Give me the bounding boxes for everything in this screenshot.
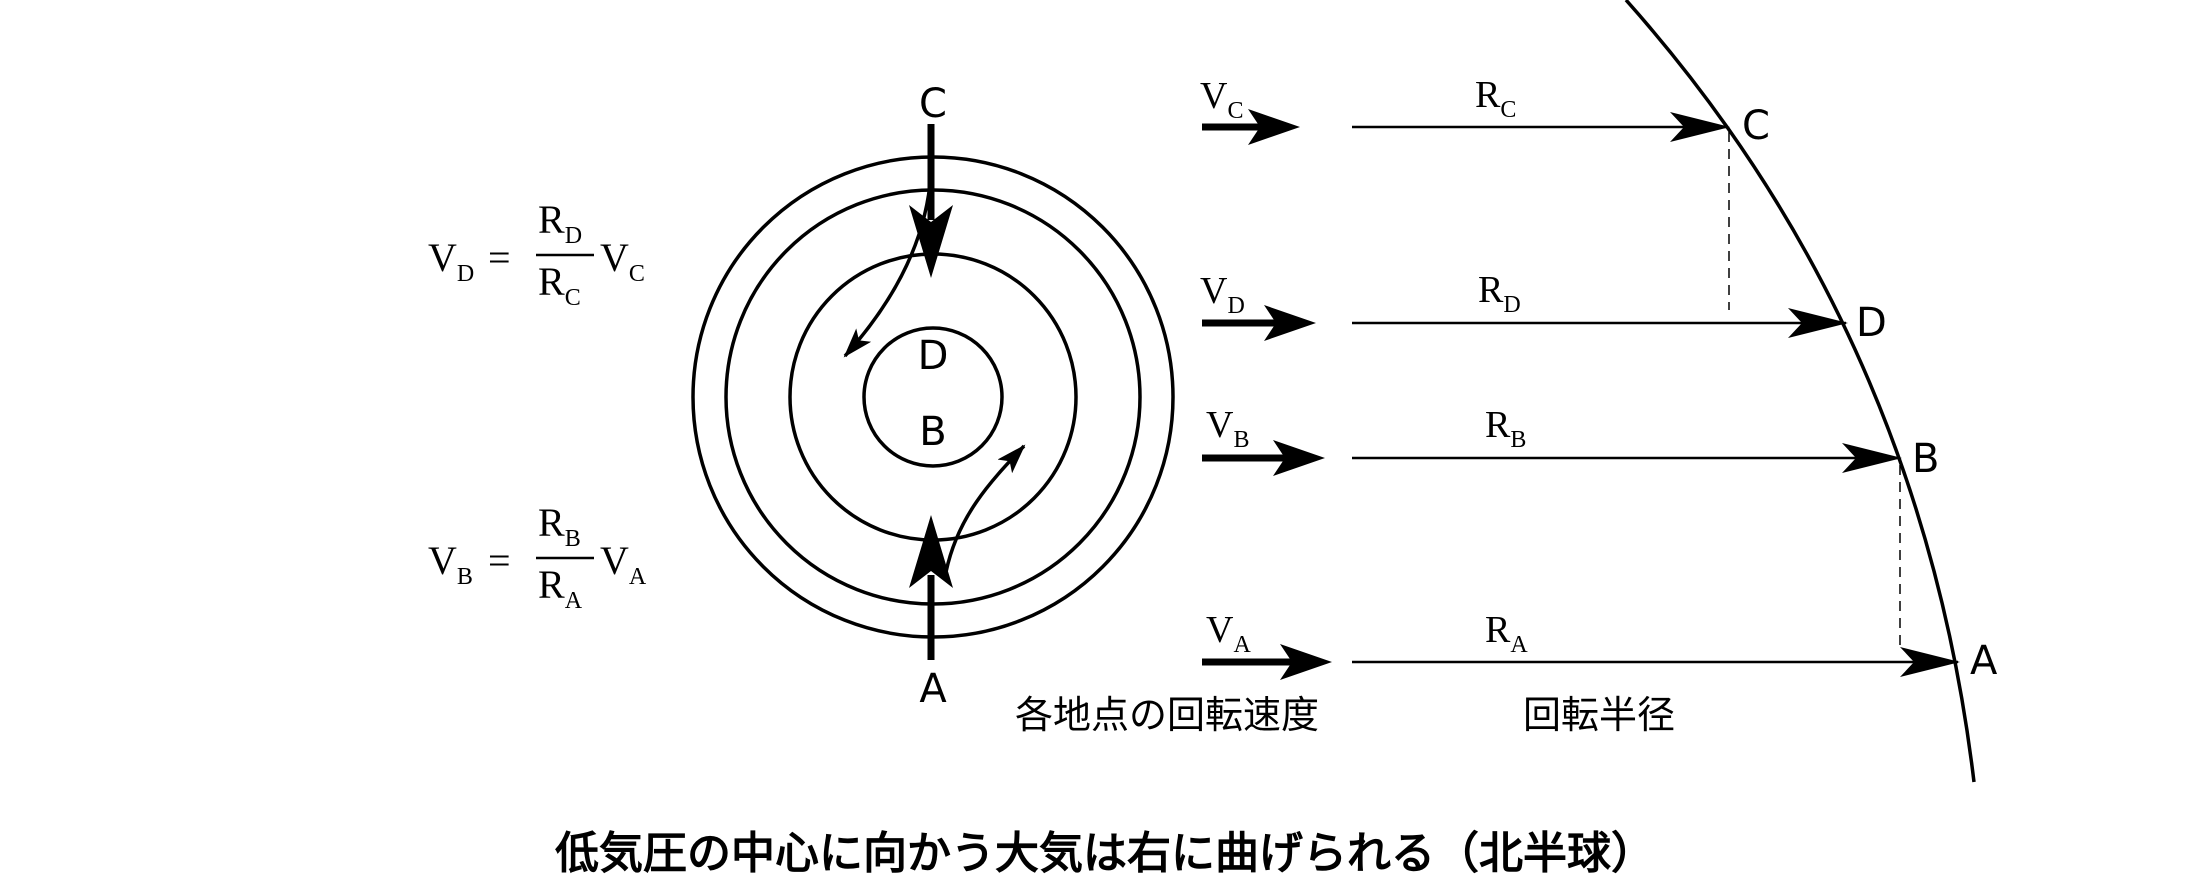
arc-label-d: D xyxy=(1856,300,1887,346)
velocity-arrow-b xyxy=(1202,440,1325,476)
equation-vb: VB = RB RA VA xyxy=(428,500,647,614)
circle-label-c: C xyxy=(919,81,947,127)
curved-deflection-arrow-top xyxy=(843,129,934,358)
velocity-label-c: VC xyxy=(1200,75,1243,124)
svg-text:=: = xyxy=(488,235,511,280)
arc-label-b: B xyxy=(1912,436,1939,482)
arc-label-a: A xyxy=(1970,638,1998,684)
svg-text:RD: RD xyxy=(538,197,582,249)
curved-deflection-arrow-bottom xyxy=(944,444,1026,573)
radius-label-c: RC xyxy=(1475,74,1516,123)
svg-text:RA: RA xyxy=(538,562,583,614)
arc-label-c: C xyxy=(1742,103,1770,149)
radius-label-b: RB xyxy=(1485,404,1526,453)
thick-arrow-up xyxy=(909,515,953,660)
velocity-arrow-d xyxy=(1202,305,1316,341)
svg-text:RB: RB xyxy=(538,500,581,552)
circle-label-a: A xyxy=(919,666,947,712)
circle-label-b: B xyxy=(919,409,946,455)
caption-main: 低気圧の中心に向かう大気は右に曲げられる（北半球） xyxy=(555,828,1655,879)
radius-label-a: RA xyxy=(1485,609,1528,658)
earth-surface-curve xyxy=(1624,0,1976,783)
velocity-label-d: VD xyxy=(1200,270,1245,319)
velocity-label-b: VB xyxy=(1206,404,1249,453)
svg-text:RC: RC xyxy=(538,259,581,311)
svg-text:VB: VB xyxy=(428,538,473,590)
velocity-label-a: VA xyxy=(1206,609,1251,658)
caption-rotation-radius: 回転半径 xyxy=(1523,693,1675,737)
circle-inner xyxy=(862,326,1004,468)
svg-text:VA: VA xyxy=(600,538,647,590)
caption-rotation-speed: 各地点の回転速度 xyxy=(1015,693,1319,737)
circle-second xyxy=(788,252,1078,542)
velocity-arrow-c xyxy=(1202,109,1300,145)
equation-vd: VD = RD RC VC xyxy=(428,197,645,311)
svg-text:VC: VC xyxy=(600,235,645,287)
radius-label-d: RD xyxy=(1478,269,1521,318)
svg-text:=: = xyxy=(488,538,511,583)
circle-label-d: D xyxy=(918,333,949,379)
svg-text:VD: VD xyxy=(428,235,474,287)
velocity-arrow-a xyxy=(1202,644,1332,680)
